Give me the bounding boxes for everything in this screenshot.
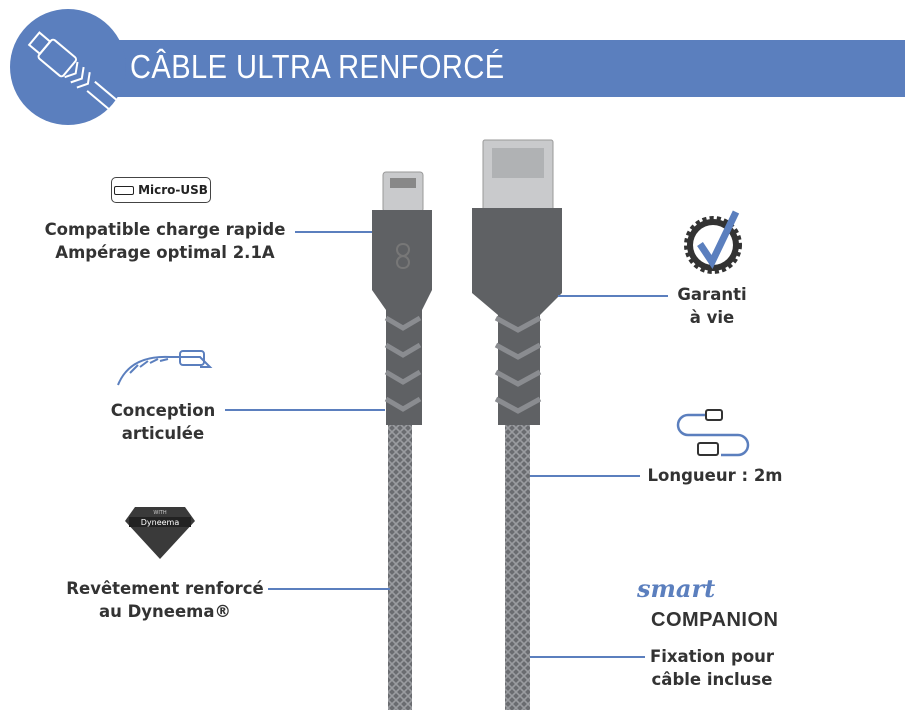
header-banner (100, 40, 905, 97)
feature-text: Conception (110, 401, 216, 420)
cable-icon (27, 31, 117, 110)
feature-warranty: Garanti à vie (662, 283, 762, 329)
feature-companion: Fixation pour câble incluse (637, 645, 787, 691)
page-title: CÂBLE ULTRA RENFORCÉ (130, 48, 505, 85)
usb-a-cable (472, 139, 562, 710)
feature-text: Ampérage optimal 2.1A (55, 243, 275, 262)
callout-line (295, 231, 372, 233)
cable-length-icon (676, 409, 750, 457)
articulated-cable-icon (117, 350, 213, 386)
feature-length: Longueur : 2m (640, 464, 790, 487)
feature-articulated: Conception articulée (88, 399, 238, 445)
smart-companion-logo: smart COMPANION (635, 574, 805, 637)
callout-line (225, 409, 385, 411)
dyneema-logo-small: WITH (153, 510, 166, 516)
infinity-logo-icon (396, 242, 410, 270)
feature-text: Garanti (677, 285, 747, 304)
callout-line (530, 475, 640, 477)
feature-text: Longueur : 2m (647, 466, 783, 485)
header-circle (10, 9, 126, 125)
feature-dyneema: Revêtement renforcé au Dyneema® (60, 577, 270, 623)
logo-word: COMPANION (651, 609, 779, 631)
micro-usb-badge: Micro-USB (111, 177, 211, 203)
feature-text: au Dyneema® (98, 602, 232, 621)
badge-label: Micro-USB (138, 183, 208, 197)
feature-text: Revêtement renforcé (66, 579, 264, 598)
warranty-check-icon (684, 210, 742, 274)
feature-text: Fixation pour (649, 647, 775, 666)
callout-line (530, 656, 645, 658)
callout-line (558, 295, 668, 297)
callout-line (268, 588, 390, 590)
feature-text: à vie (689, 308, 735, 327)
micro-usb-cable (372, 171, 432, 710)
feature-text: Compatible charge rapide (44, 220, 286, 239)
feature-text: articulée (121, 424, 205, 443)
dyneema-logo-text: Dyneema (141, 518, 180, 527)
usb-port-icon (114, 185, 135, 195)
feature-fast-charge: Compatible charge rapide Ampérage optima… (40, 218, 290, 264)
dyneema-diamond-logo: WITH Dyneema (125, 507, 195, 559)
logo-script: smart (637, 574, 716, 603)
feature-text: câble incluse (651, 670, 773, 689)
